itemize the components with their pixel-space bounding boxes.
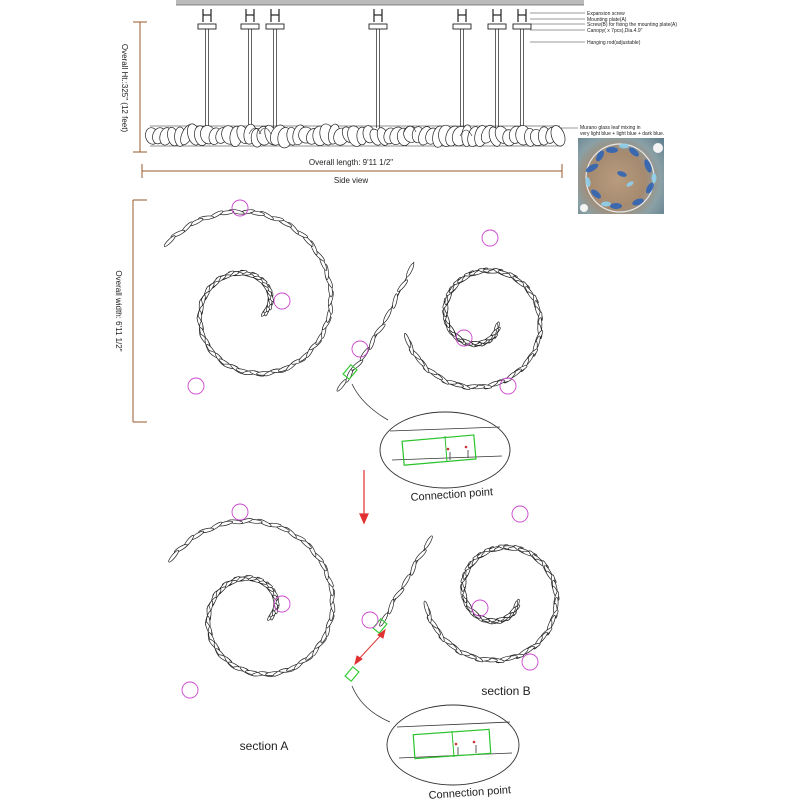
canopy-icon (452, 23, 472, 30)
canopy-position-marker (499, 377, 517, 395)
canopy-icon (368, 23, 388, 30)
glass-sample-image (580, 143, 663, 213)
canopy-icon (487, 23, 507, 30)
canopy-position-marker (351, 340, 369, 358)
section-b-spiral (423, 544, 560, 664)
glass-leaf (401, 574, 411, 588)
glass-leaf (397, 279, 408, 292)
hanging-rods (197, 9, 532, 128)
canopy-icon (512, 23, 532, 30)
connection-point-label-top: Connection point (410, 486, 493, 504)
canopy-position-marker (187, 377, 205, 395)
glass-leaf (392, 293, 398, 309)
glass-leaf (406, 262, 415, 278)
section-b-link (379, 535, 433, 627)
length-dimension (141, 164, 563, 178)
glass-leaf (403, 333, 412, 348)
legend-canopy: Canopy( x 7pcs),Dia.4.9" (587, 28, 643, 34)
canopy-position-marker (273, 292, 291, 310)
connection-point-label-bottom: Connection point (428, 784, 511, 800)
connection-callout-top (351, 383, 511, 489)
canopy-position-marker (361, 611, 379, 629)
glass-leaf (410, 560, 417, 576)
legend-glass-note: Murano glass leaf mixing in very light b… (580, 125, 664, 137)
canopy-position-marker (231, 503, 249, 521)
assembly-arrow (359, 470, 369, 525)
top-view-spiral (163, 199, 543, 395)
legend-leaders (530, 12, 585, 129)
canopy-icon (265, 23, 285, 30)
canopy-position-marker (231, 199, 249, 217)
legend-mounting-plate: Mounting plate(A) (587, 17, 627, 23)
overall-length-label: Overall length: 9'11 1/2" (309, 158, 393, 167)
canopy-position-marker (455, 329, 473, 347)
hanging-rod-1 (197, 9, 217, 128)
glass-leaf-row (145, 123, 566, 149)
spiral-left (163, 209, 334, 377)
length-label-bg (300, 157, 400, 167)
overall-width-label: Overall width: 6'11 1/2" (114, 270, 123, 351)
section-a-spiral (168, 518, 336, 677)
canopy-icon (197, 23, 217, 30)
overall-height-label: Overall Ht.:325" (12 feet) (120, 44, 129, 133)
glass-leaf (359, 347, 370, 361)
hanging-rod-2 (240, 9, 260, 128)
connection-joint (342, 363, 358, 381)
hanging-rod-5 (452, 9, 472, 128)
width-dimension (132, 199, 147, 423)
glass-leaf (379, 612, 389, 627)
exploded-view-sections (168, 503, 560, 699)
canopy-position-marker (521, 653, 539, 671)
ceiling-line (176, 0, 584, 5)
glass-leaf (368, 334, 376, 350)
connection-callout-bottom (351, 685, 520, 786)
height-dimension (133, 21, 147, 153)
canopy-position-marker (181, 681, 199, 699)
glass-leaf (423, 600, 430, 616)
glass-leaf (550, 125, 566, 147)
hanging-rod-7 (512, 9, 532, 128)
legend-expansion-screw: Expansion screw (587, 11, 625, 17)
section-b-label: section B (481, 684, 530, 698)
hanging-rod-3 (265, 9, 285, 128)
legend-hanging-rod: Hanging rod(adjustable) (587, 40, 641, 46)
glass-leaf (388, 599, 395, 615)
glass-leaf (168, 549, 179, 563)
hanging-rod-4 (368, 9, 388, 128)
legend-screws: Screw(B) for fixing the mounting plate(A… (587, 22, 677, 28)
hanging-rod-6 (487, 9, 507, 128)
glass-leaf (374, 323, 386, 336)
connection-joint (344, 665, 360, 683)
glass-leaf (383, 308, 392, 323)
glass-leaf (423, 535, 433, 550)
spiral-link (336, 261, 415, 392)
canopy-position-marker (511, 505, 529, 523)
glass-sample-photo (578, 138, 664, 214)
section-a-label: section A (240, 739, 289, 753)
glass-leaf (415, 549, 427, 562)
canopy-icon (240, 23, 260, 30)
side-view-label: Side view (334, 176, 368, 185)
spiral-right (403, 267, 543, 390)
glass-leaf (163, 235, 176, 247)
gap-arrows (354, 628, 386, 666)
canopy-position-marker (471, 599, 489, 617)
canopy-position-marker (481, 229, 499, 247)
canopy-position-marker (273, 595, 291, 613)
glass-leaf (392, 588, 405, 600)
